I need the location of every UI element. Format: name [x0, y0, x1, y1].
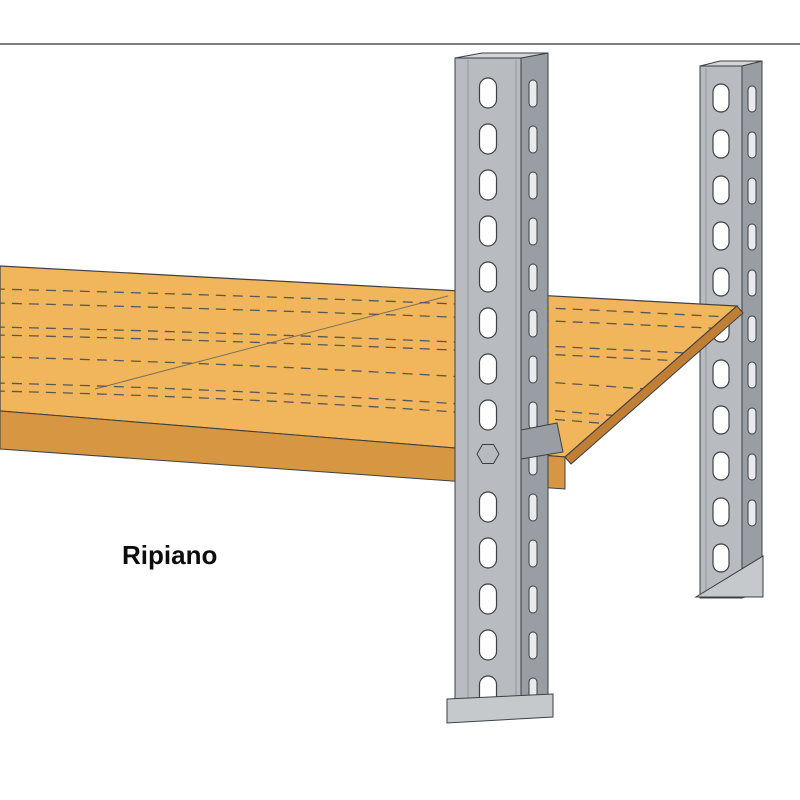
slot-hole — [747, 177, 757, 205]
slot-hole — [712, 543, 730, 573]
slot-hole — [478, 261, 498, 293]
shelf-front-face — [0, 410, 566, 490]
slot-hole — [478, 583, 498, 615]
grain-diagonal-line — [94, 295, 449, 390]
slot-hole — [712, 267, 730, 297]
hex-bolt — [476, 444, 500, 464]
rear-foot-plate — [694, 555, 764, 598]
slot-hole — [528, 355, 538, 384]
front-upright-top — [454, 52, 549, 59]
slot-hole — [747, 315, 757, 343]
slot-hole — [478, 169, 498, 201]
rear-upright-side-slots — [747, 85, 757, 527]
shelf — [0, 265, 744, 490]
slot-hole — [478, 77, 498, 109]
front-upright-slots — [478, 77, 498, 707]
slot-hole — [747, 269, 757, 297]
ripiano-label: Ripiano — [122, 540, 217, 570]
slot-hole — [528, 493, 538, 522]
slot-hole — [747, 499, 757, 527]
slot-hole — [528, 585, 538, 614]
slot-hole — [712, 359, 730, 389]
rear-upright-top — [699, 60, 763, 67]
slot-hole — [712, 221, 730, 251]
slot-hole — [712, 83, 730, 113]
slot-hole — [478, 399, 498, 431]
shelf-right-edge — [564, 305, 744, 465]
slot-hole — [528, 309, 538, 338]
slot-hole — [747, 131, 757, 159]
slot-hole — [478, 353, 498, 385]
slot-hole — [478, 629, 498, 661]
slot-hole — [528, 79, 538, 108]
slot-hole — [747, 407, 757, 435]
grain-line — [0, 288, 737, 319]
slot-hole — [478, 215, 498, 247]
slot-hole — [478, 537, 498, 569]
slot-hole — [528, 125, 538, 154]
slot-hole — [528, 401, 538, 430]
slot-hole — [712, 451, 730, 481]
front-foot-plate — [446, 693, 554, 724]
front-upright — [454, 52, 549, 713]
slot-hole — [747, 361, 757, 389]
slot-hole — [478, 491, 498, 523]
slot-hole — [528, 539, 538, 568]
slot-hole — [712, 497, 730, 527]
grain-line — [0, 302, 731, 330]
grain-line — [0, 356, 661, 391]
slot-hole — [712, 129, 730, 159]
slot-hole — [528, 263, 538, 292]
shelf-bracket — [520, 422, 564, 460]
slot-hole — [747, 453, 757, 481]
slot-hole — [478, 123, 498, 155]
rear-upright-slots — [712, 83, 730, 573]
slot-hole — [478, 307, 498, 339]
slot-hole — [528, 171, 538, 200]
slot-hole — [712, 405, 730, 435]
slot-hole — [747, 85, 757, 113]
slot-hole — [528, 631, 538, 660]
slot-hole — [528, 217, 538, 246]
slot-hole — [747, 223, 757, 251]
slot-hole — [712, 175, 730, 205]
grain-line — [0, 382, 621, 417]
